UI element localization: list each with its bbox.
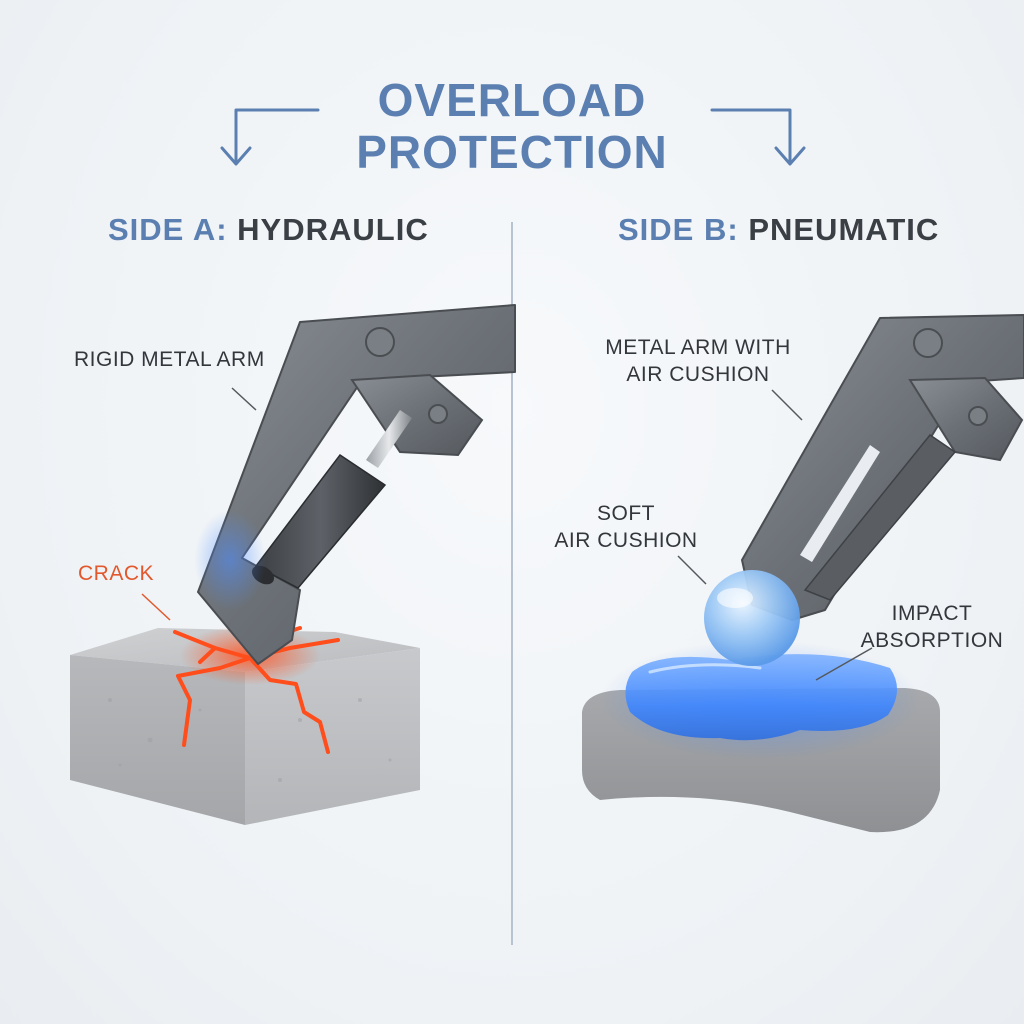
soft-cushion-label: SOFT AIR CUSHION (550, 500, 702, 554)
side-a-heading: SIDE A: HYDRAULIC (108, 212, 429, 248)
side-b-name: PNEUMATIC (748, 212, 939, 247)
title-line-1: OVERLOAD (0, 72, 1024, 128)
arm-leader-a (232, 388, 256, 410)
ball-highlight (717, 588, 753, 608)
pneumatic-arm-label-line-1: METAL ARM WITH (600, 334, 796, 361)
crack-label: CRACK (78, 560, 154, 587)
pneumatic-arm-label-line-2: AIR CUSHION (600, 361, 796, 388)
impact-absorption-label-line-1: IMPACT (858, 600, 1006, 627)
side-b-heading: SIDE B: PNEUMATIC (618, 212, 939, 248)
crack-leader (142, 594, 170, 620)
cushion-leader (678, 556, 706, 584)
soft-cushion-label-line-1: SOFT (550, 500, 702, 527)
rigid-arm-label: RIGID METAL ARM (74, 346, 265, 373)
impact-gel (625, 654, 897, 740)
pneumatic-arm-label: METAL ARM WITH AIR CUSHION (600, 334, 796, 388)
arm-blue-glow (194, 510, 266, 610)
side-a-prefix: SIDE A: (108, 212, 228, 247)
impact-absorption-label-line-2: ABSORPTION (858, 627, 1006, 654)
soft-cushion-label-line-2: AIR CUSHION (550, 527, 702, 554)
side-a-name: HYDRAULIC (237, 212, 429, 247)
arm-leader-b (772, 390, 802, 420)
impact-absorption-label: IMPACT ABSORPTION (858, 600, 1006, 654)
title-line-2: PROTECTION (0, 124, 1024, 180)
side-b-prefix: SIDE B: (618, 212, 739, 247)
air-cushion-ball (704, 570, 800, 666)
